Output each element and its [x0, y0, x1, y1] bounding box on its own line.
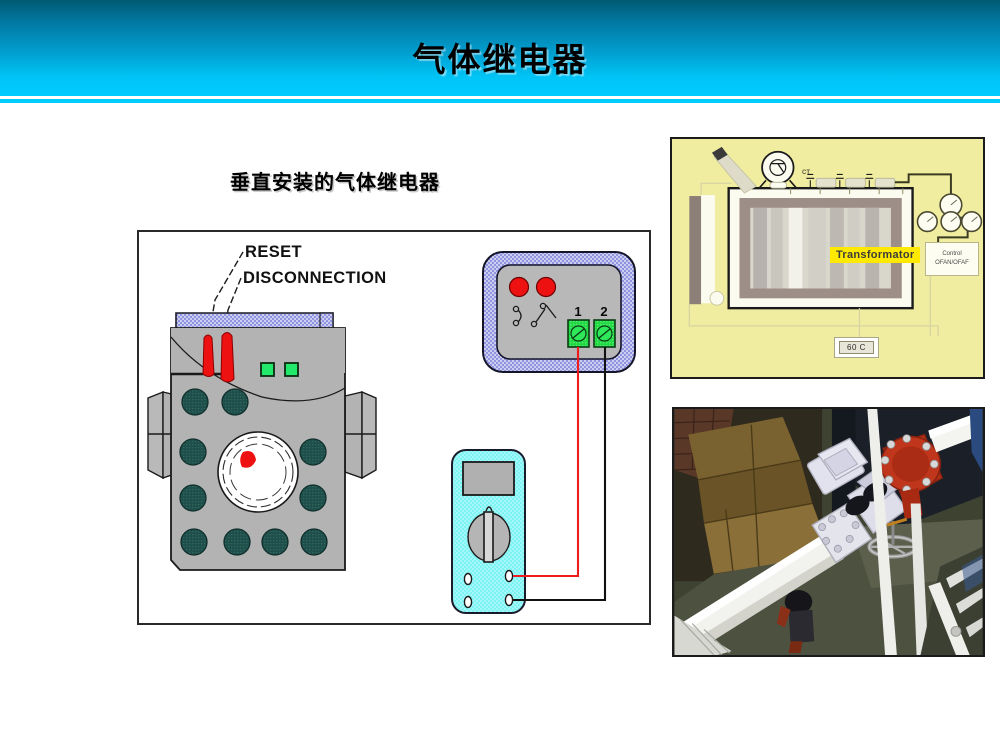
- temperature-readout: 60 C: [834, 337, 879, 358]
- section-subtitle: 垂直安装的气体继电器: [230, 172, 440, 194]
- control-box-line-2: OFAN/OFAF: [935, 260, 969, 266]
- installation-photo-vector: [674, 409, 983, 655]
- page-title: 气体继电器: [412, 41, 588, 78]
- relay-diagram-content: [139, 232, 649, 623]
- control-box: Control OFAN/OFAF: [925, 242, 979, 276]
- transformer-main-label: Transformator: [830, 247, 921, 263]
- relay-installation-photo: [672, 407, 985, 657]
- ct-label: CT: [802, 170, 810, 176]
- temperature-value: 60 C: [839, 341, 874, 354]
- relay-diagram-frame: [137, 230, 651, 625]
- callout-disconnection: DISCONNECTION: [243, 269, 387, 287]
- control-box-line-1: Control: [942, 251, 962, 257]
- transformer-schematic-image: Transformator CT Control OFAN/OFAF 60 C: [670, 137, 985, 379]
- slide-header-banner: 气体继电器: [0, 0, 1000, 96]
- header-underline: [0, 99, 1000, 103]
- callout-reset: RESET: [245, 243, 303, 261]
